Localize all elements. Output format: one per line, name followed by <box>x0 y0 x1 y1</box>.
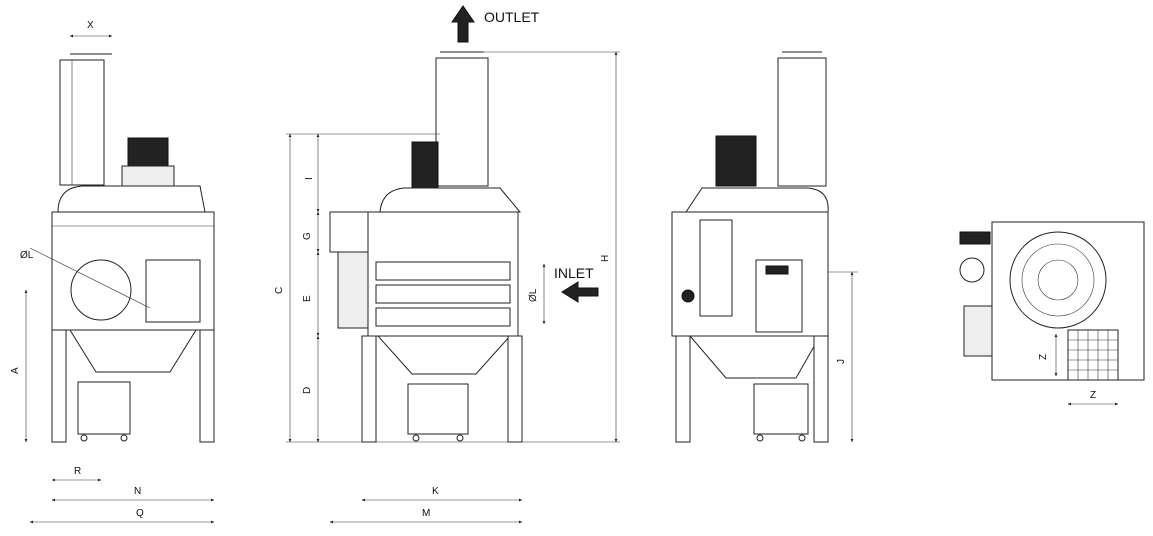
gauge <box>959 257 985 283</box>
leg-right <box>507 335 523 443</box>
hopper <box>376 335 512 375</box>
silencer-body <box>59 59 105 186</box>
dim-z-horiz-label: Z <box>1090 390 1096 401</box>
fan-motor <box>715 135 757 187</box>
valve-block <box>959 231 991 245</box>
leg-left <box>361 335 377 443</box>
motor-top <box>963 305 993 357</box>
dim-c-label: C <box>274 287 285 294</box>
dim-j-label: J <box>836 359 847 364</box>
fan-motor <box>411 141 439 189</box>
dim-n-label: N <box>134 486 141 497</box>
side-panel <box>337 251 369 329</box>
dust-bin <box>77 381 131 435</box>
leg-left <box>675 335 691 443</box>
top-view: Z Z <box>959 221 1145 406</box>
fan-housing <box>685 187 829 213</box>
outlet-grid-lines <box>1068 330 1118 380</box>
silencer-body <box>777 57 827 187</box>
front-view: X ØL A R N Q <box>10 20 215 524</box>
side-box <box>329 211 369 253</box>
access-panel <box>145 259 201 323</box>
dim-k-label: K <box>432 486 439 497</box>
filter-cartridge <box>375 261 511 281</box>
valve <box>681 289 695 303</box>
fan-hub <box>1037 259 1079 301</box>
bin-wheel <box>756 434 764 442</box>
dim-h-label: H <box>600 255 611 262</box>
bin-wheel <box>456 434 464 442</box>
dust-bin <box>753 383 809 435</box>
dim-ol-label: ØL <box>528 288 539 302</box>
dim-d-label: D <box>302 387 313 394</box>
dim-x-label: X <box>87 20 94 31</box>
leg-right <box>813 335 829 443</box>
leg-right <box>199 329 215 443</box>
dim-line-ol <box>29 247 151 309</box>
dim-z-vert-label: Z <box>1038 354 1049 360</box>
bin-wheel <box>80 434 88 442</box>
duct <box>699 219 733 317</box>
motor-base <box>121 165 175 187</box>
dim-i-label: I <box>304 177 315 180</box>
bin-wheel <box>412 434 420 442</box>
fan-housing <box>379 187 522 213</box>
bin-wheel <box>798 434 806 442</box>
outlet-label: OUTLET <box>484 9 540 25</box>
fan-housing <box>57 185 206 213</box>
filter-cartridge <box>375 284 511 304</box>
dim-r-label: R <box>74 466 81 477</box>
hopper <box>69 329 197 373</box>
outlet-arrow <box>451 5 475 43</box>
inlet-port <box>70 259 132 321</box>
fan-ring <box>1021 243 1095 317</box>
rear-view: J <box>671 51 858 443</box>
dust-bin <box>407 383 469 435</box>
dim-a-label: A <box>10 367 21 374</box>
dim-ol-label: ØL <box>20 250 34 261</box>
silencer-body <box>435 57 489 187</box>
fan-scroll <box>1009 231 1107 329</box>
outlet-grid <box>1067 329 1119 381</box>
hopper <box>688 335 821 379</box>
dim-g-label: G <box>302 232 313 240</box>
dim-e-label: E <box>302 295 313 302</box>
cabinet-body <box>671 211 829 337</box>
dim-m-label: M <box>422 508 430 519</box>
box-label <box>765 265 789 275</box>
inlet-arrow <box>561 281 599 303</box>
inlet-label: INLET <box>554 265 594 281</box>
bin-wheel <box>120 434 128 442</box>
filter-cartridge <box>375 307 511 327</box>
side-view: OUTLET INLET ØL I G E D <box>274 5 620 524</box>
leg-left <box>51 329 67 443</box>
dim-q-label: Q <box>136 508 144 519</box>
